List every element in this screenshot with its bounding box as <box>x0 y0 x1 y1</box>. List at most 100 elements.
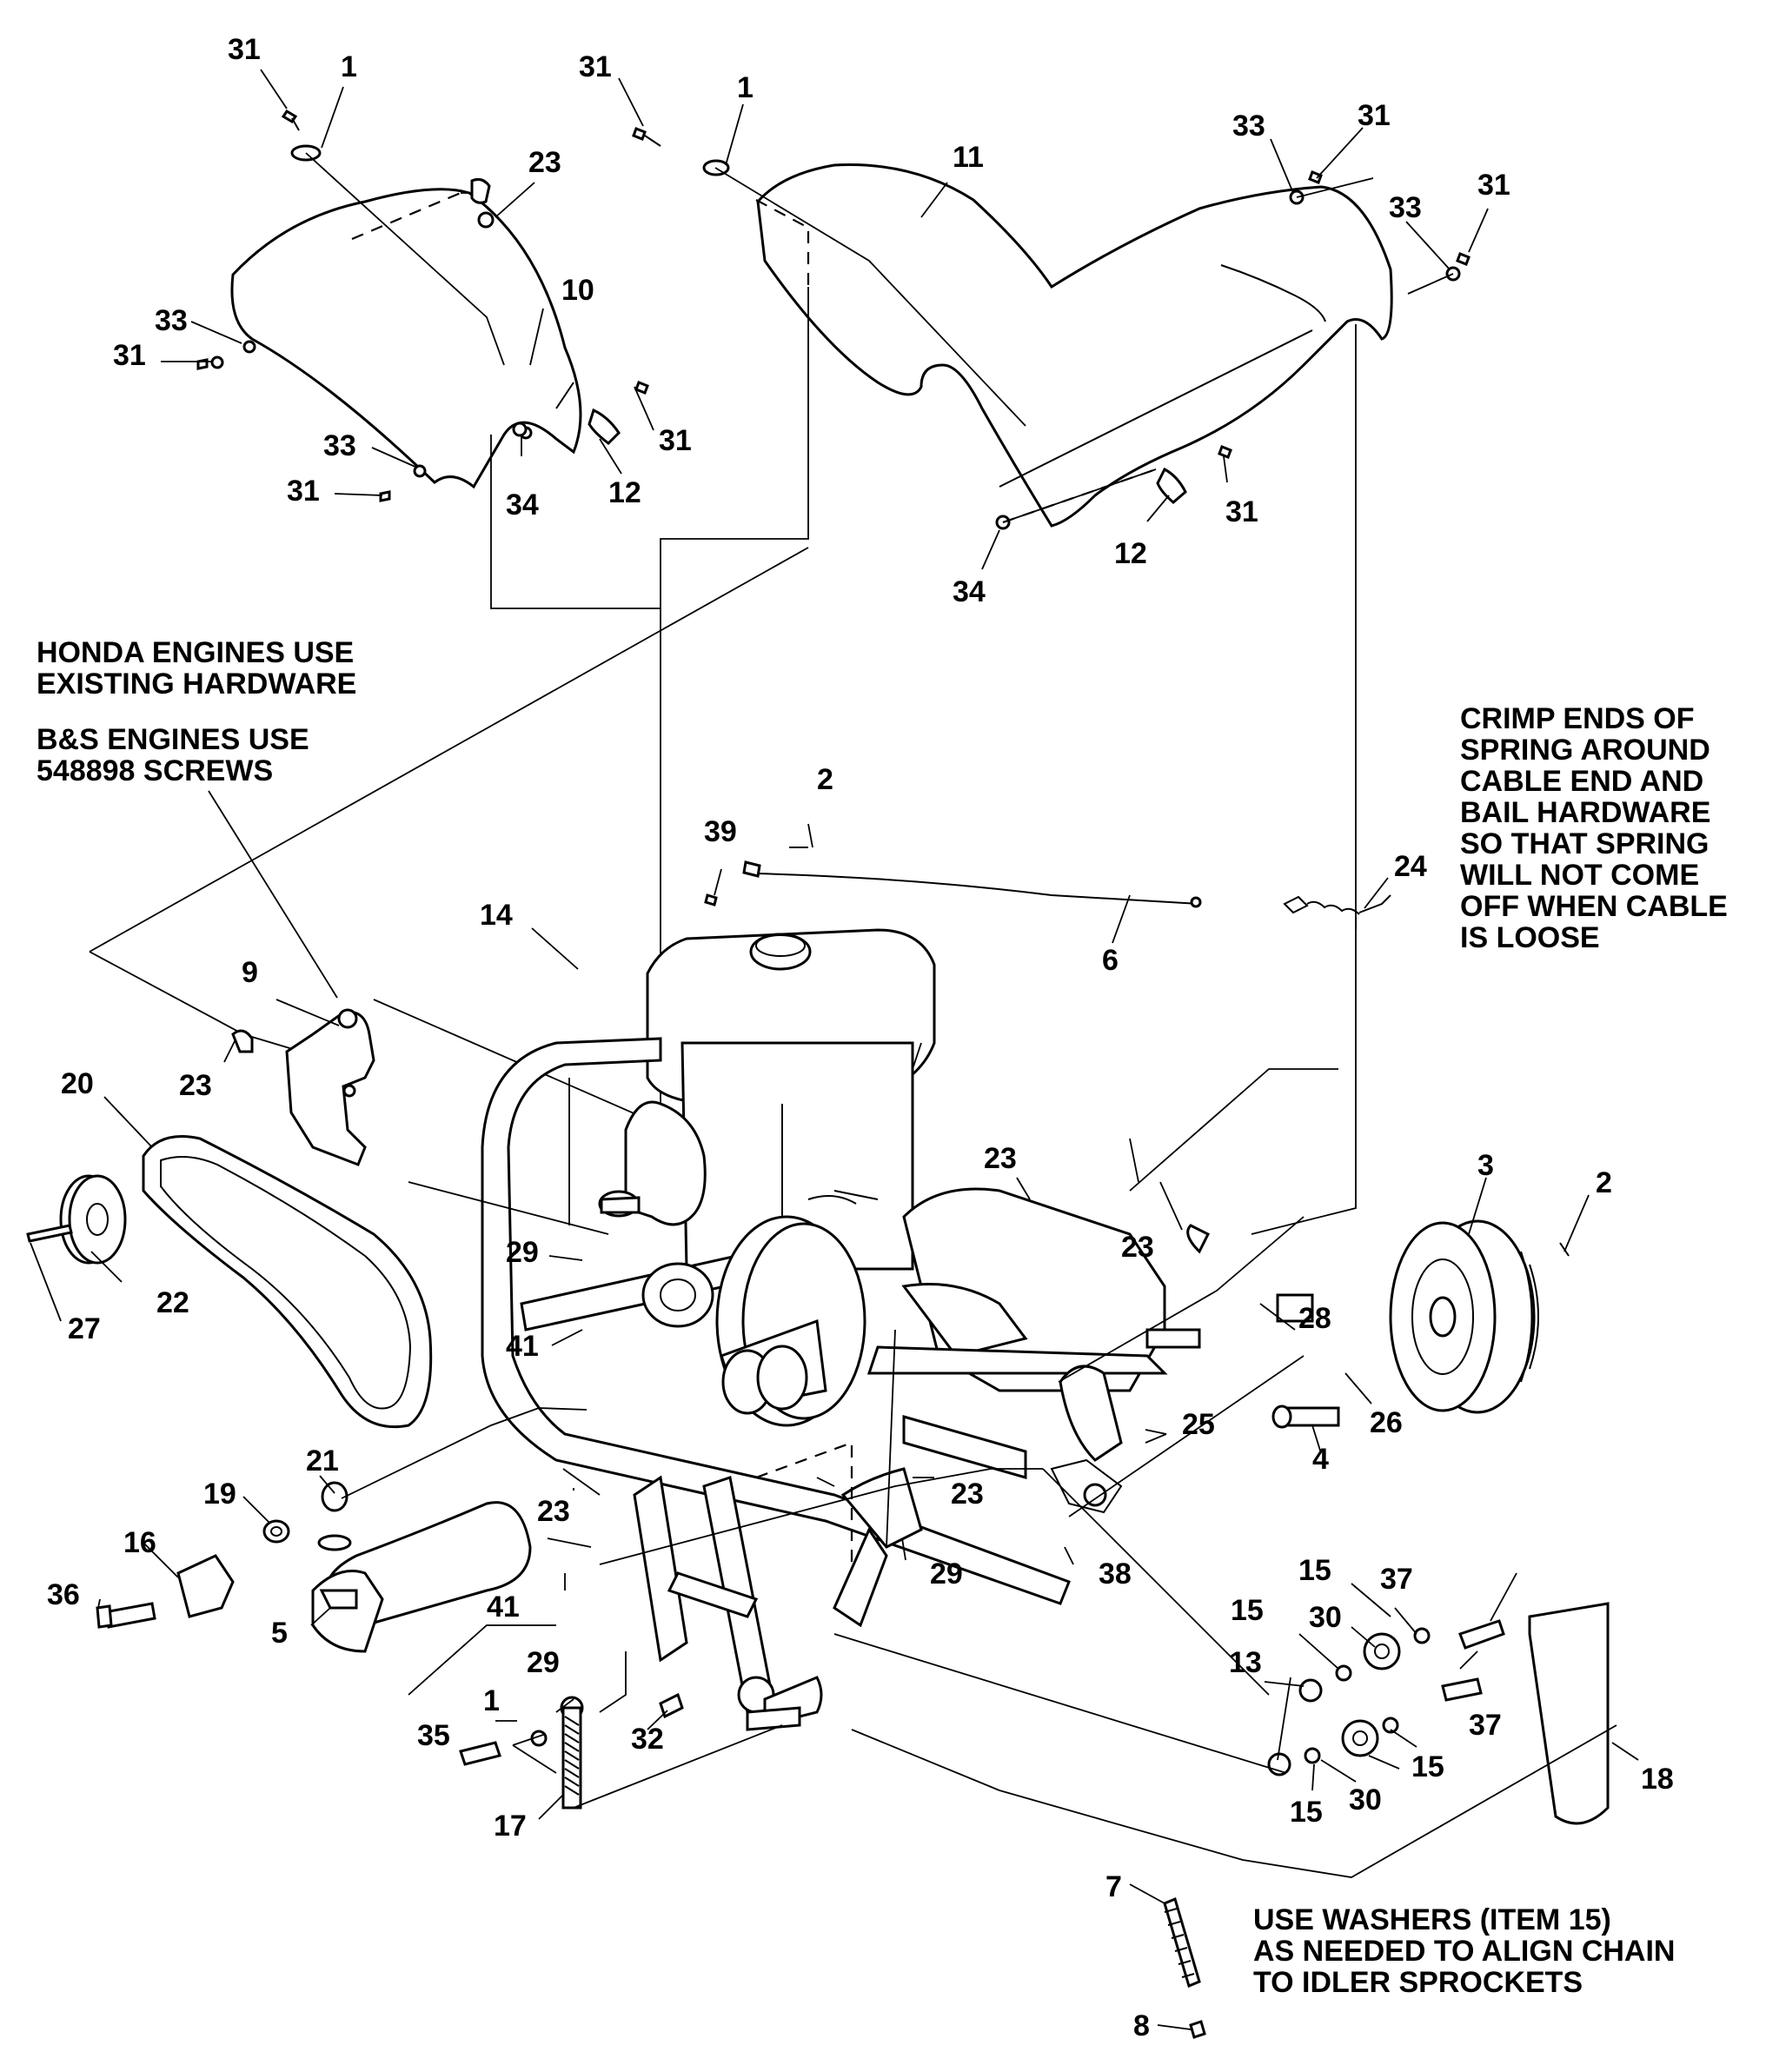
note-crimp-line-6: WILL NOT COME <box>1460 859 1699 892</box>
callout-29: 29 <box>930 1557 963 1591</box>
note-crimp-line-2: SPRING AROUND <box>1460 734 1710 767</box>
note-washers: USE WASHERS (ITEM 15) AS NEEDED TO ALIGN… <box>1253 1903 1675 1999</box>
throttle-cable <box>704 847 1391 930</box>
note-bs-line-2: 548898 SCREWS <box>37 754 273 787</box>
callout-31: 31 <box>1477 169 1510 202</box>
callout-23: 23 <box>179 1069 212 1102</box>
note-crimp-line-1: CRIMP ENDS OF <box>1460 702 1695 735</box>
assembly-lines-bottom <box>341 1042 1617 1878</box>
callout-7: 7 <box>1105 1870 1122 1903</box>
callout-35: 35 <box>417 1719 450 1752</box>
callout-23: 23 <box>1121 1231 1154 1264</box>
callout-31: 31 <box>228 33 261 66</box>
callout-24: 24 <box>1394 850 1427 883</box>
callout-22: 22 <box>156 1286 189 1319</box>
callout-labels: 31 1 31 1 11 23 33 31 33 31 10 33 31 31 … <box>47 33 1674 2042</box>
callout-28: 28 <box>1298 1302 1331 1335</box>
callout-9: 9 <box>242 956 258 989</box>
callout-32: 32 <box>631 1723 664 1756</box>
callout-3: 3 <box>1477 1149 1494 1182</box>
callout-15: 15 <box>1411 1750 1444 1783</box>
top-hardware <box>196 109 1471 502</box>
callout-37: 37 <box>1469 1709 1502 1742</box>
callout-33: 33 <box>155 304 188 337</box>
callout-31: 31 <box>287 475 320 508</box>
callout-37: 37 <box>1380 1563 1413 1596</box>
clutch-drum <box>598 1100 866 1427</box>
note-crimp-line-3: CABLE END AND <box>1460 765 1703 798</box>
callout-11: 11 <box>953 141 984 174</box>
note-washer-line-1: USE WASHERS (ITEM 15) <box>1253 1903 1611 1936</box>
callout-33: 33 <box>323 429 356 462</box>
note-crimp-line-7: OFF WHEN CABLE <box>1460 890 1728 923</box>
callout-30: 30 <box>1349 1783 1382 1816</box>
lower-guard <box>311 1501 532 1653</box>
note-washer-line-2: AS NEEDED TO ALIGN CHAIN <box>1253 1935 1675 1968</box>
wheel <box>1389 1219 1570 1414</box>
callout-36: 36 <box>47 1578 80 1611</box>
callout-19: 19 <box>203 1478 236 1511</box>
callout-26: 26 <box>1370 1406 1403 1439</box>
callout-15: 15 <box>1298 1554 1331 1587</box>
note-crimp-spring: CRIMP ENDS OF SPRING AROUND CABLE END AN… <box>1460 702 1728 954</box>
drive-belt <box>142 1135 433 1429</box>
callout-15: 15 <box>1290 1796 1323 1829</box>
callout-30: 30 <box>1309 1601 1342 1634</box>
callout-1: 1 <box>737 71 754 104</box>
callout-20: 20 <box>61 1067 94 1100</box>
callout-2: 2 <box>817 763 833 796</box>
callout-41: 41 <box>506 1330 539 1363</box>
note-crimp-line-8: IS LOOSE <box>1460 921 1600 954</box>
engine <box>646 928 936 1271</box>
callout-25: 25 <box>1182 1408 1215 1441</box>
callout-13: 13 <box>1229 1646 1262 1679</box>
callout-21: 21 <box>306 1444 339 1478</box>
note-engine-hardware: HONDA ENGINES USE EXISTING HARDWARE B&S … <box>37 636 356 999</box>
callout-23: 23 <box>951 1478 984 1511</box>
idler-arm <box>459 1475 823 1810</box>
callout-17: 17 <box>494 1810 527 1843</box>
callout-31: 31 <box>579 50 612 83</box>
idler-pulley <box>26 1174 127 1265</box>
callout-12: 12 <box>1114 537 1147 570</box>
callout-31: 31 <box>1358 99 1391 132</box>
callout-33: 33 <box>1232 110 1265 143</box>
callout-8: 8 <box>1133 2009 1150 2042</box>
callout-1: 1 <box>341 50 357 83</box>
callout-33: 33 <box>1389 191 1422 224</box>
drive-chain <box>1163 1896 1206 2039</box>
note-honda-line-2: EXISTING HARDWARE <box>37 667 356 701</box>
note-honda-line-1: HONDA ENGINES USE <box>37 636 354 669</box>
belt-guard-right <box>702 159 1461 530</box>
callout-31: 31 <box>113 339 146 372</box>
callout-34: 34 <box>953 575 986 608</box>
note-crimp-line-4: BAIL HARDWARE <box>1460 796 1710 829</box>
axle-assembly <box>1145 1224 1340 1429</box>
callout-39: 39 <box>704 815 737 848</box>
callout-12: 12 <box>608 476 641 509</box>
belt-guard-left <box>210 144 621 489</box>
callout-15: 15 <box>1231 1594 1264 1627</box>
note-bs-line-1: B&S ENGINES USE <box>37 723 309 756</box>
callout-23: 23 <box>537 1495 570 1528</box>
callout-16: 16 <box>123 1526 156 1559</box>
callout-29: 29 <box>506 1236 539 1269</box>
callout-2: 2 <box>1596 1166 1612 1199</box>
callout-1: 1 <box>483 1684 500 1717</box>
callout-31: 31 <box>659 424 692 457</box>
shaft-hardware-left <box>96 1481 349 1629</box>
callout-27: 27 <box>68 1312 101 1345</box>
callout-41: 41 <box>487 1591 520 1624</box>
callout-14: 14 <box>480 899 513 932</box>
callout-23: 23 <box>528 146 561 179</box>
callout-5: 5 <box>271 1617 288 1650</box>
callout-6: 6 <box>1102 944 1119 977</box>
callout-23: 23 <box>984 1142 1017 1175</box>
callout-18: 18 <box>1641 1763 1674 1796</box>
callout-leaders <box>30 69 1639 2030</box>
callout-29: 29 <box>527 1646 560 1679</box>
callout-34: 34 <box>506 488 539 521</box>
callout-31: 31 <box>1225 495 1258 528</box>
sprocket-assembly <box>1050 1458 1610 1825</box>
